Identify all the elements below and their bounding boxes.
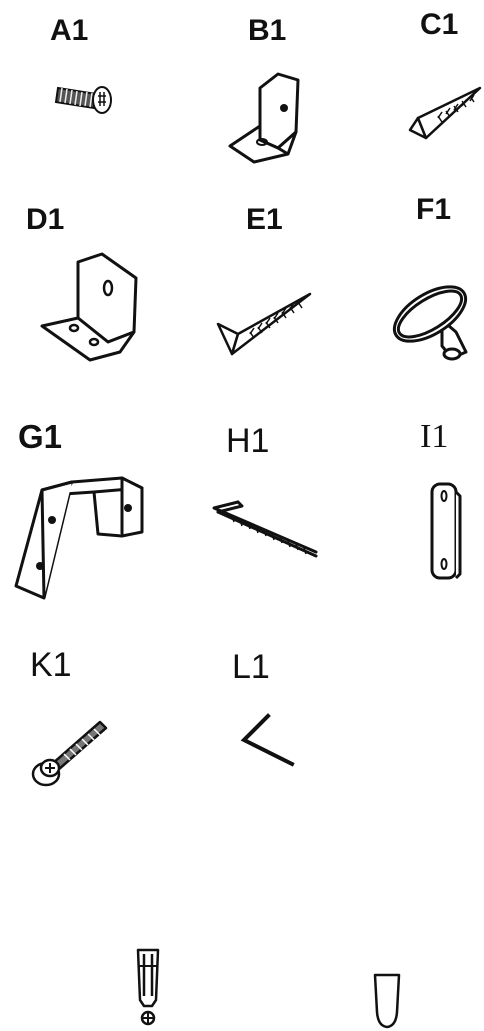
small-hex-key-icon (240, 712, 300, 772)
part-label-a1: A1 (50, 16, 88, 46)
angle-bracket-icon (38, 254, 148, 364)
part-label-h1: H1 (226, 424, 269, 458)
knob-icon (390, 280, 482, 360)
part-label-i1: I1 (420, 420, 448, 454)
part-label-d1: D1 (26, 205, 64, 235)
part-label-g1: G1 (18, 420, 62, 453)
part-label-c1: C1 (420, 10, 458, 40)
part-label-k1: K1 (30, 648, 72, 682)
small-angle-bracket-icon (226, 70, 302, 166)
part-label-f1: F1 (416, 195, 451, 225)
bent-strap-bracket-icon (14, 474, 144, 604)
part-label-l1: L1 (232, 650, 270, 684)
wall-anchor-icon (134, 948, 162, 1030)
hex-key-icon (212, 500, 322, 560)
cap-plug-icon (372, 972, 402, 1030)
flat-plate-icon (426, 482, 466, 582)
screw-bolt-icon (56, 80, 116, 116)
short-wood-screw-icon (408, 84, 484, 144)
part-label-e1: E1 (246, 205, 283, 235)
long-wood-screw-icon (216, 292, 312, 356)
part-label-b1: B1 (248, 16, 286, 46)
bolt-with-washer-icon (30, 712, 110, 792)
